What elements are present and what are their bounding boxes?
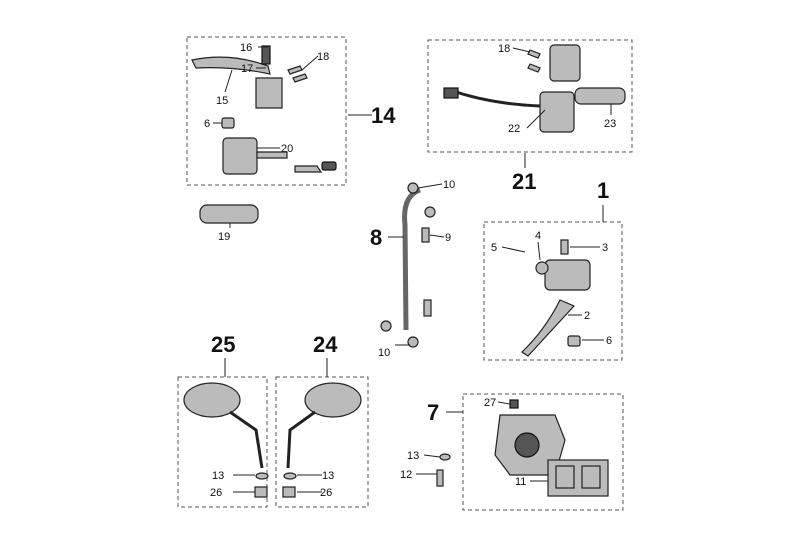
part-label: 3 [602, 242, 608, 254]
switch-assembly-right [443, 44, 626, 133]
mirror-right-24 [282, 382, 362, 498]
part-label: 4 [535, 230, 541, 242]
brake-hose-8 [380, 182, 436, 348]
group-label-7: 7 [427, 400, 439, 425]
brake-caliper-assembly-7 [436, 399, 609, 497]
part-label: 26 [210, 487, 222, 499]
group-label-1: 1 [597, 178, 609, 203]
group-label-8: 8 [370, 225, 382, 250]
group-box-7 [462, 393, 624, 511]
group-label-14: 14 [371, 103, 396, 128]
leader-lines [213, 46, 612, 493]
part-label: 11 [515, 476, 526, 488]
group-box-25 [177, 376, 268, 508]
group-box-21 [427, 39, 633, 153]
part-label: 16 [240, 42, 252, 54]
master-cylinder-assembly-right [521, 239, 591, 357]
part-label: 27 [484, 397, 496, 409]
part-label: 18 [317, 51, 329, 63]
group-label-24: 24 [313, 332, 338, 357]
part-label: 23 [604, 118, 616, 130]
part-label: 13 [212, 470, 224, 482]
brake-lever-assembly-left [191, 45, 337, 175]
part-label: 12 [400, 469, 412, 481]
part-label: 6 [606, 335, 612, 347]
part-label: 17 [241, 63, 253, 75]
part-label: 2 [584, 310, 590, 322]
group-label-21: 21 [512, 169, 536, 194]
mirror-left-25 [183, 382, 269, 498]
group-label-25: 25 [211, 332, 235, 357]
part-label: 6 [204, 118, 210, 130]
part-label: 15 [216, 95, 228, 107]
part-label: 20 [281, 143, 293, 155]
part-label: 26 [320, 487, 332, 499]
group-box-24 [275, 376, 369, 508]
handlebar-grip-19 [199, 204, 259, 224]
part-label: 18 [498, 43, 510, 55]
part-label: 9 [445, 232, 451, 244]
part-label: 19 [218, 231, 230, 243]
group-box-14 [186, 36, 347, 186]
group-box-1 [483, 221, 623, 361]
part-label: 22 [508, 123, 520, 135]
part-label: 10 [443, 179, 455, 191]
part-label: 5 [491, 242, 497, 254]
part-label: 13 [322, 470, 334, 482]
part-label: 13 [407, 450, 419, 462]
part-label: 10 [378, 347, 390, 359]
